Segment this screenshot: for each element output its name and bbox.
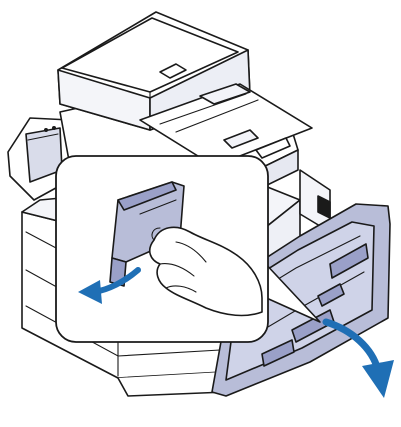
printer-door-illustration [0,0,401,427]
